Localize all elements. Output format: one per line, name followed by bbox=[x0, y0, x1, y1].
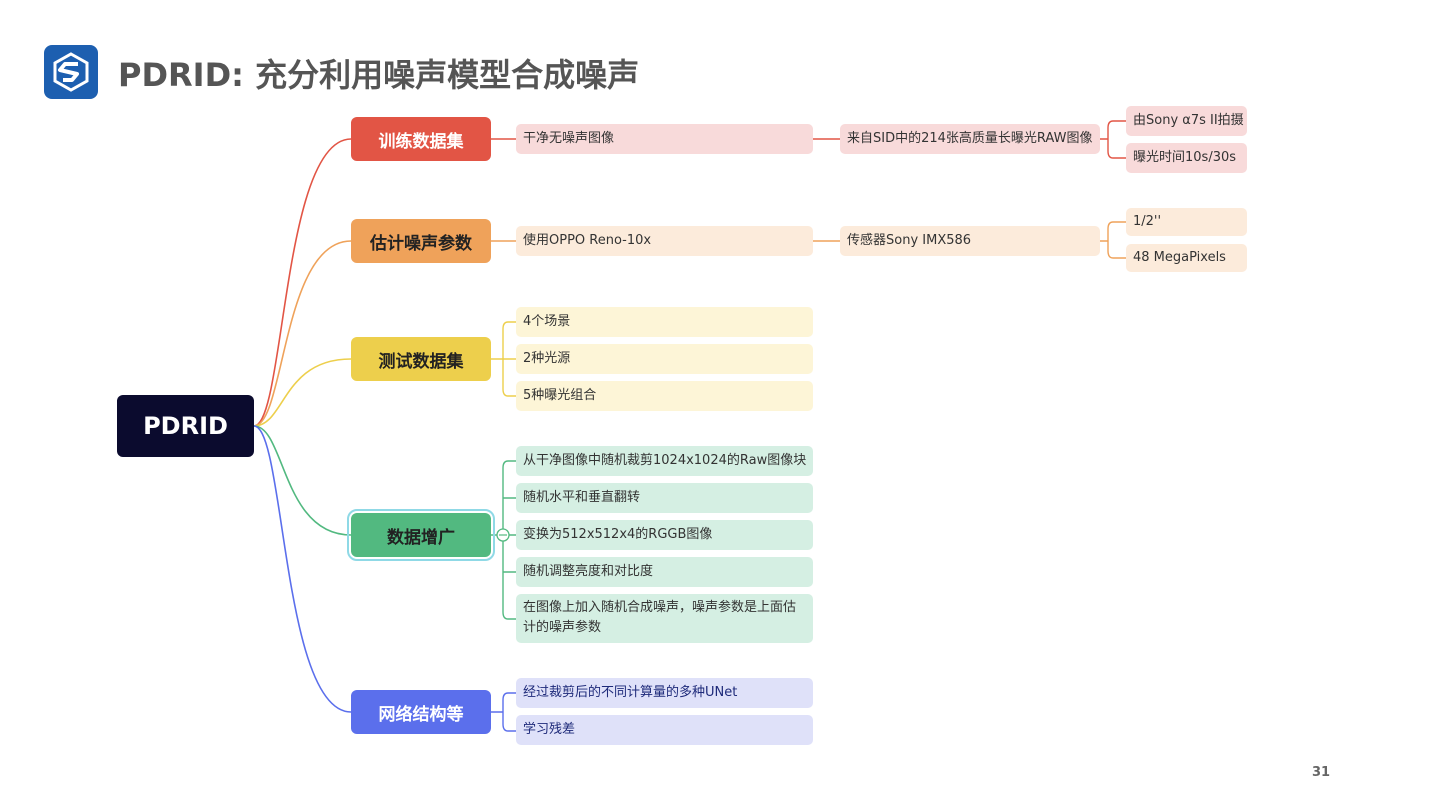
root-node[interactable]: PDRID bbox=[117, 395, 254, 457]
connector-augment bbox=[253, 425, 352, 536]
page-title: PDRID: 充分利用噪声模型合成噪声 bbox=[118, 56, 640, 94]
logo bbox=[44, 45, 98, 99]
connector-estimate bbox=[253, 240, 352, 427]
branch-data-augmentation[interactable]: 数据增广 bbox=[347, 509, 495, 561]
leaf-exposure-combos[interactable]: 5种曝光组合 bbox=[516, 381, 813, 411]
leaf-residual-learning[interactable]: 学习残差 bbox=[516, 715, 813, 745]
leaf-device[interactable]: 使用OPPO Reno-10x bbox=[516, 226, 813, 256]
page-number: 31 bbox=[1312, 765, 1331, 780]
leaf-sid-source[interactable]: 来自SID中的214张高质量长曝光RAW图像 bbox=[840, 124, 1100, 154]
leaf-exposure-time[interactable]: 曝光时间10s/30s bbox=[1126, 143, 1247, 173]
leaf-brightness-contrast[interactable]: 随机调整亮度和对比度 bbox=[516, 557, 813, 587]
connector-network bbox=[253, 425, 352, 713]
leaf-rggb-transform[interactable]: 变换为512x512x4的RGGB图像 bbox=[516, 520, 813, 550]
branch-training-set[interactable]: 训练数据集 bbox=[351, 117, 491, 161]
leaf-sensor-size[interactable]: 1/2'' bbox=[1126, 208, 1247, 236]
leaf-random-flip[interactable]: 随机水平和垂直翻转 bbox=[516, 483, 813, 513]
leaf-megapixels[interactable]: 48 MegaPixels bbox=[1126, 244, 1247, 272]
leaf-synthetic-noise[interactable]: 在图像上加入随机合成噪声，噪声参数是上面估计的噪声参数 bbox=[516, 594, 813, 643]
leaf-camera[interactable]: 由Sony α7s II拍摄 bbox=[1126, 106, 1247, 136]
leaf-unet-variants[interactable]: 经过裁剪后的不同计算量的多种UNet bbox=[516, 678, 813, 708]
connector-test bbox=[253, 358, 352, 427]
branch-estimate-noise[interactable]: 估计噪声参数 bbox=[351, 219, 491, 263]
leaf-scenes[interactable]: 4个场景 bbox=[516, 307, 813, 337]
connector-train bbox=[253, 138, 352, 427]
branch-network-structure[interactable]: 网络结构等 bbox=[351, 690, 491, 734]
leaf-sensor[interactable]: 传感器Sony IMX586 bbox=[840, 226, 1100, 256]
logo-icon bbox=[53, 52, 89, 92]
leaf-clean-images[interactable]: 干净无噪声图像 bbox=[516, 124, 813, 154]
leaf-random-crop[interactable]: 从干净图像中随机裁剪1024x1024的Raw图像块 bbox=[516, 446, 813, 476]
leaf-light-sources[interactable]: 2种光源 bbox=[516, 344, 813, 374]
branch-test-set[interactable]: 测试数据集 bbox=[351, 337, 491, 381]
